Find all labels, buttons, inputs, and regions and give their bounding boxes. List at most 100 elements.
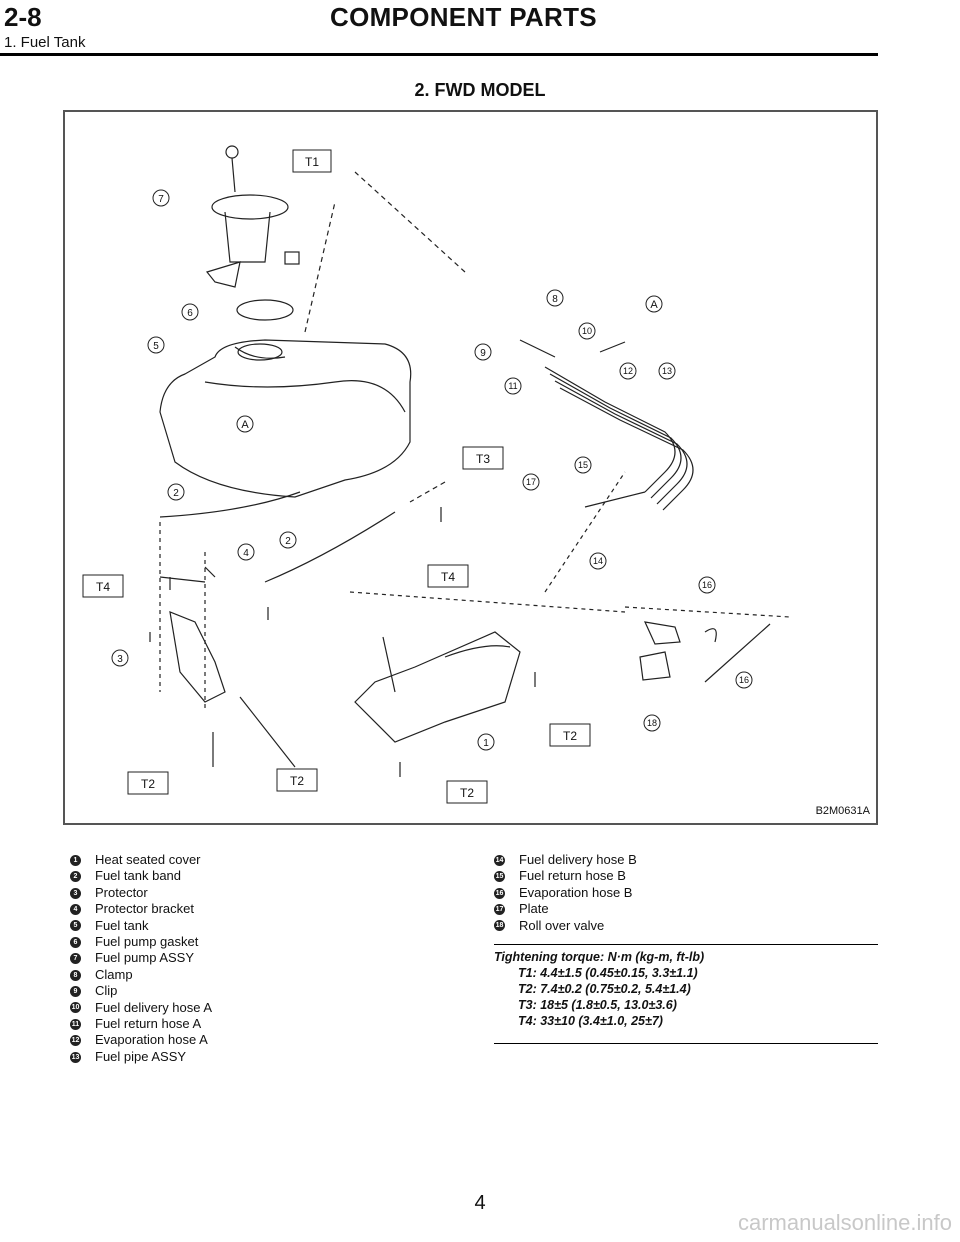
legend-number: 8 xyxy=(70,969,81,981)
legend-item: 10 Fuel delivery hose A xyxy=(70,1000,212,1016)
torque-callout-t2: T2 xyxy=(549,723,591,747)
legend-item: 4 Protector bracket xyxy=(70,901,212,917)
legend-item: 14 Fuel delivery hose B xyxy=(494,852,637,868)
legend-number: 17 xyxy=(494,903,505,915)
svg-text:6: 6 xyxy=(187,308,193,319)
legend-number: 14 xyxy=(494,854,505,866)
legend-label: Fuel pump ASSY xyxy=(95,950,194,966)
torque-callout-t4: T4 xyxy=(82,574,124,598)
svg-text:16: 16 xyxy=(702,580,712,590)
callout-5: 5 xyxy=(147,336,165,354)
diagram-drawing: T1 T2 T2 T2 T2 T3 T4 T4 A A 1 2 2 3 4 5 … xyxy=(82,145,791,804)
torque-line-t1: T1: 4.4±1.5 (0.45±0.15, 3.3±1.1) xyxy=(518,966,698,980)
legend-number: 11 xyxy=(70,1018,81,1030)
legend-number: 5 xyxy=(70,920,81,932)
legend-label: Evaporation hose A xyxy=(95,1032,208,1048)
svg-text:T2: T2 xyxy=(141,777,155,791)
legend-item: 17 Plate xyxy=(494,901,637,917)
legend-number: 10 xyxy=(70,1002,81,1014)
callout-7: 7 xyxy=(152,189,170,207)
callout-1: 1 xyxy=(477,733,495,751)
callout-13: 13 xyxy=(658,362,676,380)
legend-number: 1 xyxy=(70,854,81,866)
legend-label: Fuel pipe ASSY xyxy=(95,1048,187,1064)
torque-callout-t3: T3 xyxy=(462,446,504,470)
torque-callout-t2: T2 xyxy=(127,771,169,795)
callout-a: A xyxy=(645,295,663,313)
callout-6: 6 xyxy=(181,303,199,321)
callout-15: 15 xyxy=(574,456,592,474)
svg-text:T2: T2 xyxy=(563,729,577,743)
svg-text:14: 14 xyxy=(593,556,603,566)
svg-text:11: 11 xyxy=(508,381,517,391)
legend-item: 18 Roll over valve xyxy=(494,918,637,934)
legend-number: 4 xyxy=(70,903,81,915)
watermark: carmanualsonline.info xyxy=(737,1210,952,1235)
legend-number: 13 xyxy=(70,1051,81,1063)
legend-label: Fuel tank band xyxy=(95,868,182,884)
callout-17: 17 xyxy=(522,473,540,491)
torque-callout-t1: T1 xyxy=(292,149,332,173)
torque-line-t2: T2: 7.4±0.2 (0.75±0.2, 5.4±1.4) xyxy=(518,982,691,996)
legend-number: 3 xyxy=(70,887,81,899)
svg-text:1: 1 xyxy=(483,738,489,749)
header-section-number: 2-8 xyxy=(4,2,42,32)
callout-14: 14 xyxy=(589,552,607,570)
torque-heading: Tightening torque: N·m (kg-m, ft-lb) xyxy=(494,950,705,964)
legend-label: Plate xyxy=(519,901,549,917)
legend-label: Evaporation hose B xyxy=(519,884,633,900)
legend-number: 7 xyxy=(70,953,81,965)
callout-9: 9 xyxy=(474,343,492,361)
legend-label: Fuel delivery hose A xyxy=(95,999,213,1015)
legend-item: 13 Fuel pipe ASSY xyxy=(70,1049,212,1065)
callout-11: 11 xyxy=(504,377,522,395)
legend-item: 1 Heat seated cover xyxy=(70,852,212,868)
header-rule xyxy=(0,53,878,56)
header-subtitle: 1. Fuel Tank xyxy=(4,34,86,51)
svg-text:9: 9 xyxy=(480,348,486,359)
legend-number: 12 xyxy=(70,1035,81,1047)
svg-text:A: A xyxy=(650,299,658,311)
svg-text:10: 10 xyxy=(582,326,592,336)
svg-text:3: 3 xyxy=(117,654,123,665)
svg-text:15: 15 xyxy=(578,460,588,470)
legend-label: Roll over valve xyxy=(519,917,605,933)
svg-text:17: 17 xyxy=(526,477,536,487)
svg-text:4: 4 xyxy=(243,548,249,559)
callout-12: 12 xyxy=(619,362,637,380)
callout-18: 18 xyxy=(643,714,661,732)
callout-a: A xyxy=(236,415,254,433)
svg-text:A: A xyxy=(241,419,249,431)
legend-number: 6 xyxy=(70,936,81,948)
callout-2: 2 xyxy=(279,531,297,549)
legend-number: 2 xyxy=(70,871,81,883)
legend-label: Fuel delivery hose B xyxy=(519,852,637,867)
torque-line-t3: T3: 18±5 (1.8±0.5, 13.0±3.6) xyxy=(518,998,677,1012)
callout-2: 2 xyxy=(167,483,185,501)
svg-text:7: 7 xyxy=(158,194,164,205)
svg-text:T4: T4 xyxy=(96,580,110,594)
legend-label: Protector bracket xyxy=(95,901,194,917)
legend-label: Clamp xyxy=(95,966,133,982)
svg-text:2: 2 xyxy=(285,536,291,547)
torque-callout-t2: T2 xyxy=(276,768,318,792)
svg-text:5: 5 xyxy=(153,341,159,352)
legend-label: Heat seated cover xyxy=(95,852,201,867)
page-number: 4 xyxy=(474,1192,486,1214)
svg-text:T3: T3 xyxy=(476,452,490,466)
svg-text:T2: T2 xyxy=(460,786,474,800)
svg-text:T4: T4 xyxy=(441,570,455,584)
callout-4: 4 xyxy=(237,543,255,561)
legend-label: Fuel pump gasket xyxy=(95,934,199,950)
svg-text:12: 12 xyxy=(623,366,633,376)
callout-3: 3 xyxy=(111,649,129,667)
legend-number: 18 xyxy=(494,920,505,932)
exploded-diagram: T1 T2 T2 T2 T2 T3 T4 T4 A A 1 2 2 3 4 5 … xyxy=(63,110,878,825)
legend-item: 12 Evaporation hose A xyxy=(70,1032,212,1048)
callout-16: 16 xyxy=(698,576,716,594)
